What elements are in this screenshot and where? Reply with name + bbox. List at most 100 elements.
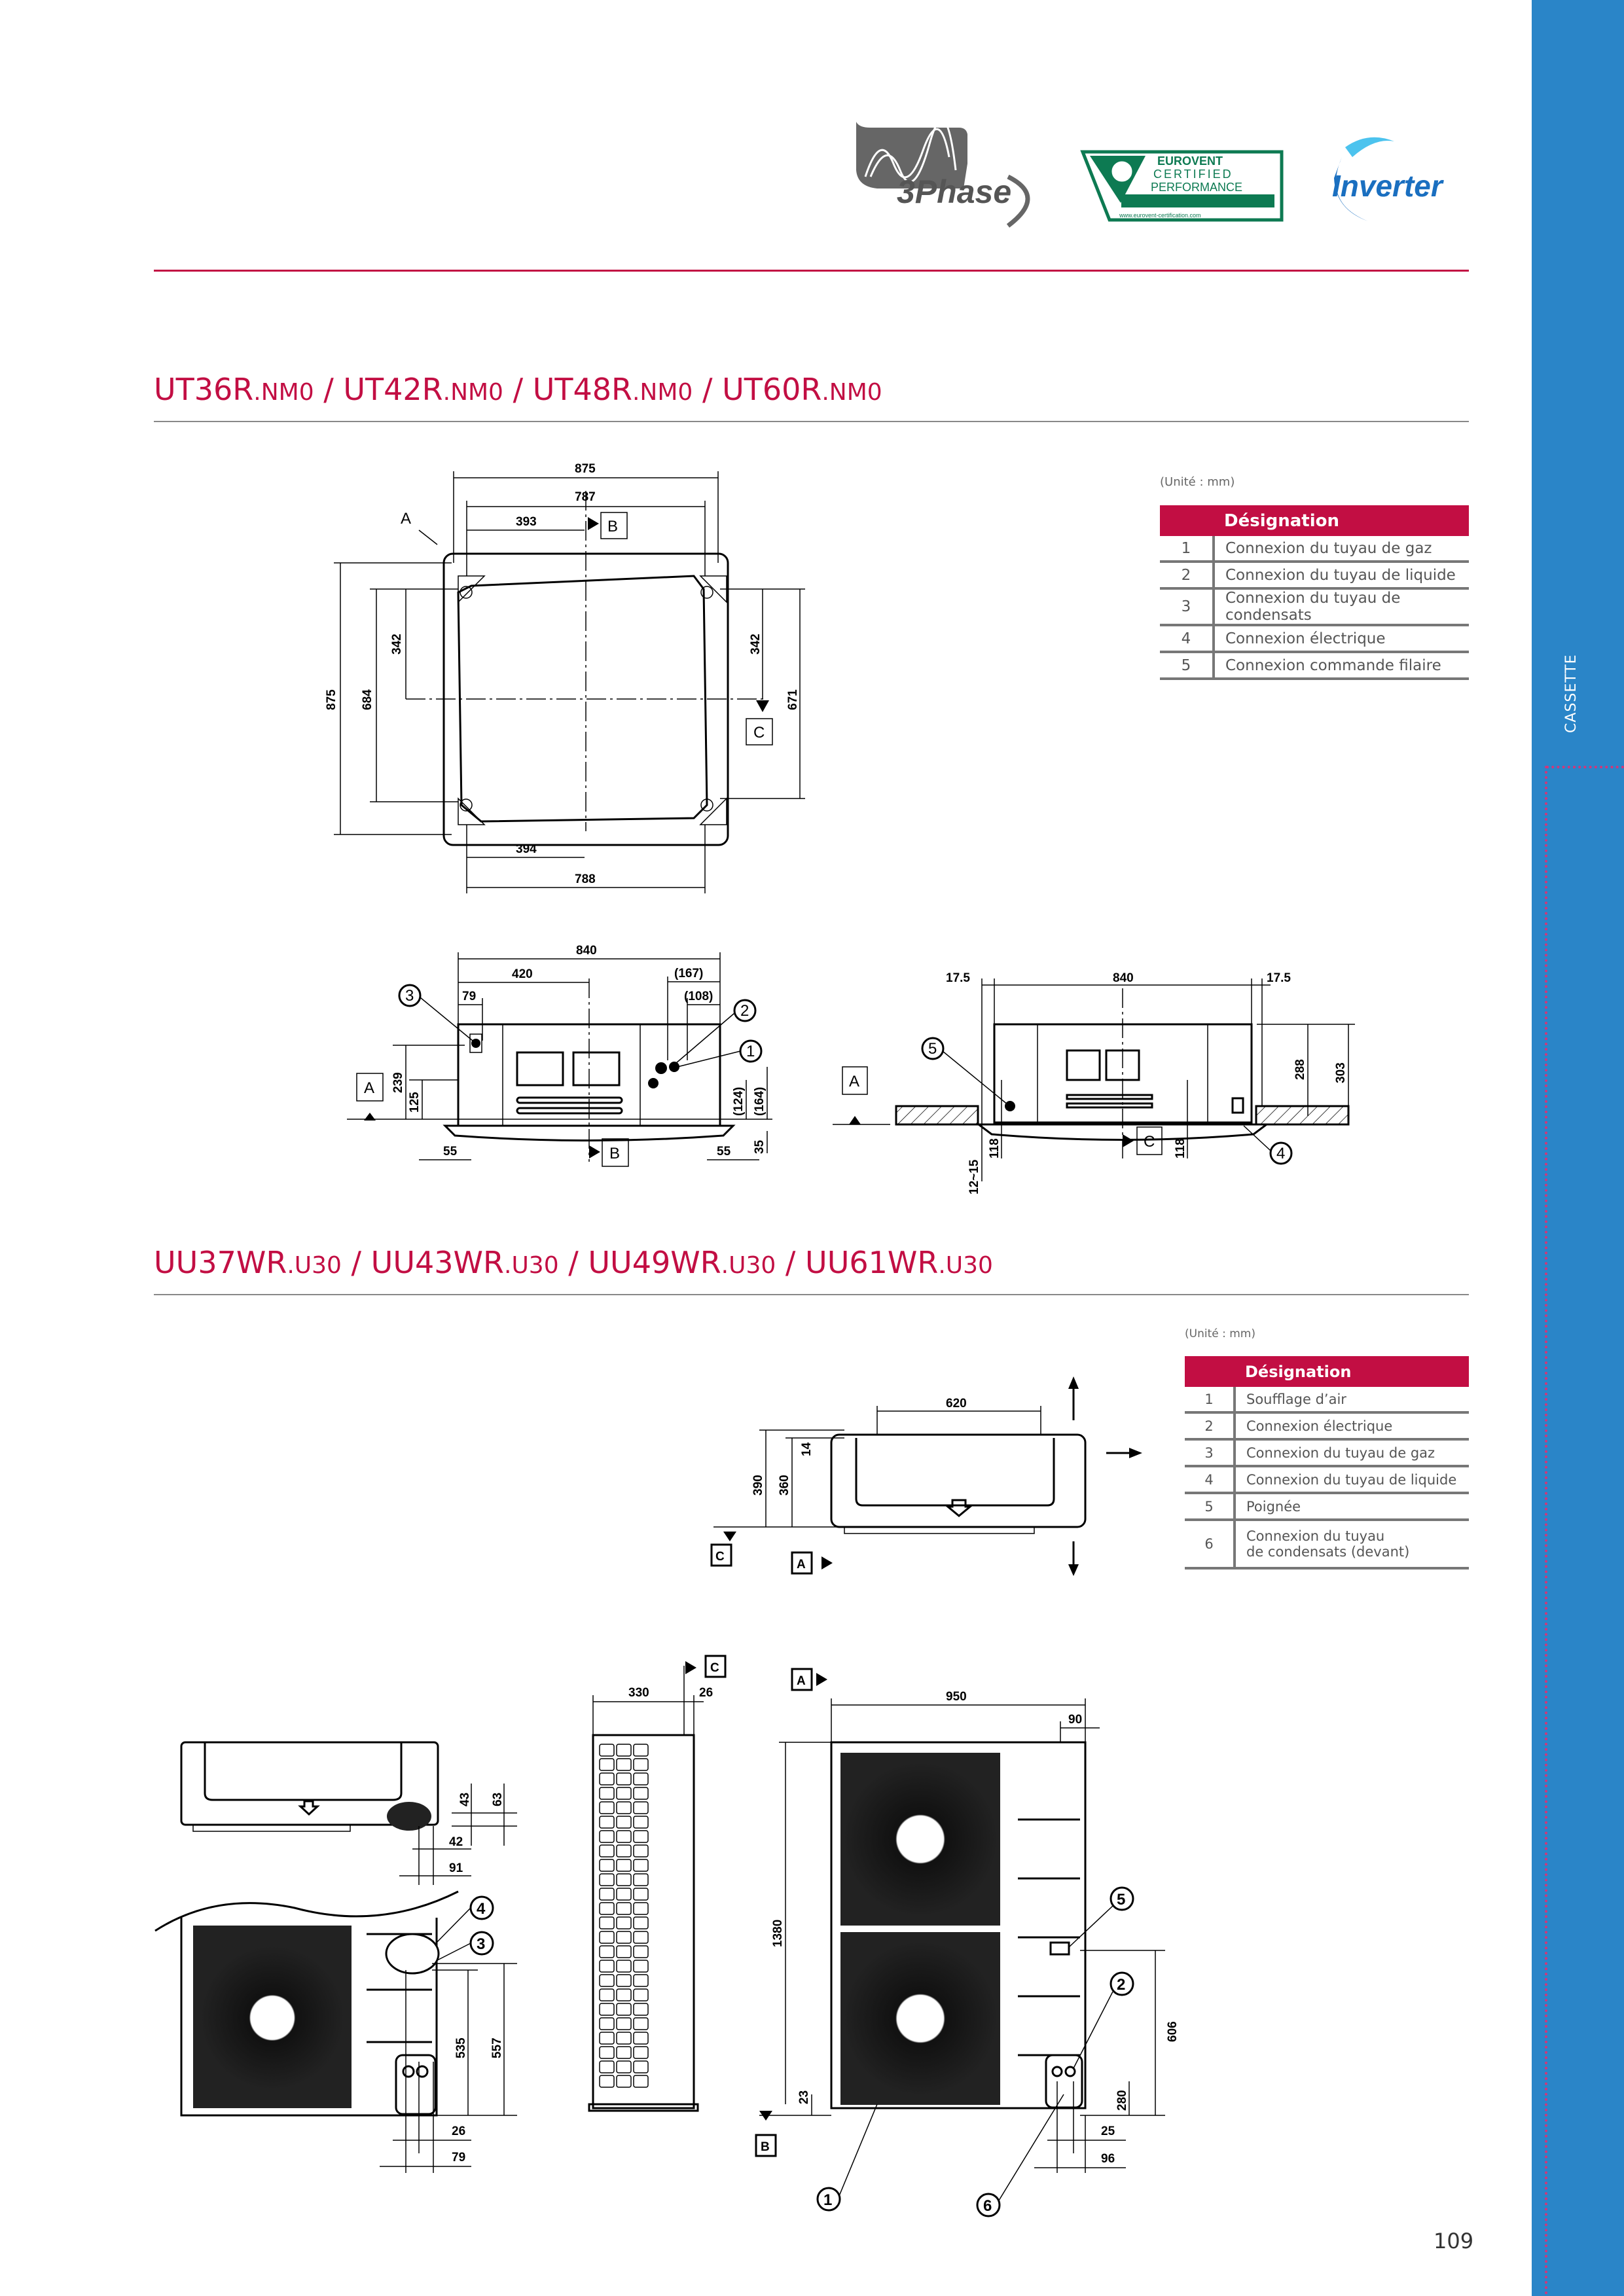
cassette-top-view: 875 787 393 B A 875 684 342 342 671 C 39…: [325, 462, 805, 893]
cassette-side-view-2: 17.5 840 17.5 288 303 118 118 12~15 A C …: [833, 971, 1355, 1194]
dimension-label: 55: [443, 1145, 458, 1158]
coil-cell: [616, 1844, 632, 1857]
coil-cell: [616, 2017, 632, 2030]
coil-cell: [633, 1816, 649, 1829]
section2-rule: [154, 1294, 1469, 1295]
coil-cell: [633, 2046, 649, 2059]
dimension-label: 12~15: [967, 1159, 981, 1194]
dimension-label: 288: [1293, 1059, 1307, 1080]
model-name: / UT48R: [503, 372, 632, 407]
callout-label: 2: [740, 1002, 749, 1020]
coil-cell: [599, 1945, 615, 1958]
coil-cell: [633, 1974, 649, 1987]
reference-marker: [791, 1551, 813, 1575]
coil-cell: [616, 1888, 632, 1901]
coil-cell: [599, 1974, 615, 1987]
coil-cell: [616, 1744, 632, 1757]
page-number: 109: [1434, 2229, 1474, 2253]
reference-marker: [755, 2134, 777, 2157]
reference-marker: [746, 718, 773, 745]
row-text: Connexion du tuyau de condensats: [1214, 588, 1469, 626]
table-header: Désignation: [1235, 1356, 1469, 1387]
dimension-label: 42: [449, 1835, 463, 1849]
dimension-label: 303: [1334, 1062, 1348, 1083]
coil-cell: [616, 1758, 632, 1771]
coil-cell: [616, 2003, 632, 2016]
section2-title: UU37WR.U30 / UU43WR.U30 / UU49WR.U30 / U…: [154, 1245, 993, 1280]
row-number: 5: [1185, 1493, 1236, 1521]
table-header: Désignation: [1214, 505, 1469, 536]
coil-cell: [633, 1758, 649, 1771]
cassette-side-view-1: 840 420 79 (167) (108) 239 125 (124) (16…: [347, 944, 772, 1167]
dimension-label: 420: [512, 967, 533, 981]
dimension-label: 26: [699, 1686, 713, 1700]
dimension-label: 26: [452, 2125, 465, 2138]
reference-label: A: [797, 1674, 806, 1688]
coil-cell: [599, 1916, 615, 1929]
model-name: UT36R: [154, 372, 254, 407]
dimension-label: 557: [490, 2037, 504, 2058]
coil-cell: [633, 2017, 649, 2030]
coil-cell: [599, 1902, 615, 1915]
dimension-label: 788: [575, 872, 596, 886]
coil-cell: [599, 1758, 615, 1771]
coil-cell: [633, 1902, 649, 1915]
inverter-logo: Inverter: [1332, 137, 1444, 221]
header-rule: [154, 270, 1469, 272]
three-phase-logo: 3Phase: [856, 118, 1030, 228]
callout-label: 2: [1117, 1976, 1125, 1994]
dimension-label: 606: [1166, 2021, 1180, 2042]
row-text: Connexion du tuyau de gaz: [1214, 536, 1469, 563]
dimension-label: 17.5: [1267, 971, 1291, 985]
section1-title: UT36R.NM0 / UT42R.NM0 / UT48R.NM0 / UT60…: [154, 372, 882, 407]
reference-marker: [710, 1543, 732, 1567]
reference-marker: [356, 1073, 384, 1102]
reference-label: A: [364, 1079, 374, 1097]
dimension-label: 787: [575, 490, 596, 504]
row-text-line: de condensats (devant): [1246, 1544, 1410, 1560]
callout-6: [976, 2193, 1001, 2217]
dimension-label: 23: [797, 2090, 811, 2104]
dimension-label: 17.5: [946, 971, 970, 985]
row-number: 4: [1160, 625, 1215, 653]
reference-label: C: [753, 724, 765, 742]
callout-3: [398, 984, 422, 1007]
dimension-label: 671: [786, 689, 800, 710]
coil-cell: [599, 2046, 615, 2059]
dimension-label: 1380: [771, 1920, 785, 1947]
eurovent-text: EUROVENT: [1157, 154, 1223, 168]
callout-2: [733, 999, 757, 1022]
callout-label: 1: [746, 1043, 755, 1060]
reference-label: C: [710, 1661, 719, 1675]
coil-cell: [599, 1888, 615, 1901]
row-number: 3: [1160, 588, 1215, 626]
reference-label: C: [715, 1550, 725, 1564]
row-number: 4: [1185, 1466, 1236, 1494]
dimension-label: 125: [408, 1092, 422, 1113]
row-text: Connexion du tuyau de liquide: [1235, 1466, 1469, 1494]
coil-cell: [633, 1916, 649, 1929]
model-suffix: .NM0: [253, 379, 314, 406]
dimension-label: 280: [1115, 2090, 1129, 2111]
row-text: Connexion du tuyau de liquide: [1214, 562, 1469, 590]
reference-label: A: [401, 510, 411, 528]
dimension-label: (167): [674, 967, 703, 980]
callout-label: 5: [1117, 1891, 1125, 1909]
coil-cell: [599, 2075, 615, 2088]
coil-cell: [633, 2060, 649, 2073]
outdoor-top-view: 620 390 360 14 C A: [710, 1376, 1142, 1576]
coil-cell: [633, 1830, 649, 1843]
coil-cell: [633, 1888, 649, 1901]
coil-cell: [599, 1772, 615, 1785]
dotted-divider: [1546, 766, 1624, 768]
row-number: 5: [1160, 652, 1215, 680]
coil-cell: [616, 1931, 632, 1944]
